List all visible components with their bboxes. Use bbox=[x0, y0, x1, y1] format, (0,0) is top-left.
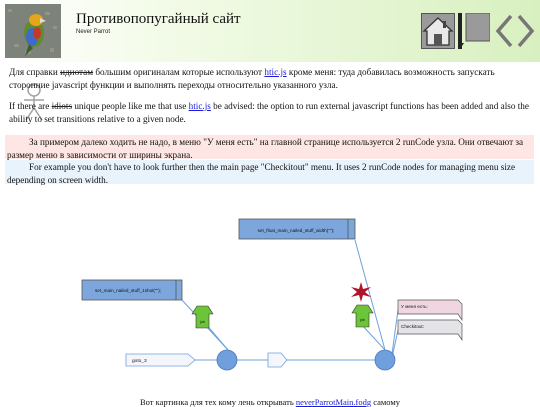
menu-node-2[interactable]: Checkitout: bbox=[397, 319, 463, 342]
flow-diagram[interactable]: set_float_main_nailed_stuff_width(""); s… bbox=[0, 190, 540, 395]
green-arrow-label: job bbox=[359, 318, 365, 322]
flow-circle-node[interactable] bbox=[216, 349, 238, 371]
paragraph-ru-text: кроме меня: туда добавилась возможность … bbox=[9, 67, 495, 90]
note-en: For example you don't have to look furth… bbox=[5, 160, 534, 185]
flow-circle-node[interactable] bbox=[374, 349, 396, 371]
site-header: Противопопугайный сайт Never Parrot bbox=[0, 0, 540, 62]
paragraph-en-text: If there are bbox=[9, 101, 50, 111]
transition-node[interactable] bbox=[267, 352, 288, 368]
home-icon[interactable] bbox=[421, 13, 455, 49]
goto-node[interactable]: goto_3 bbox=[125, 353, 196, 367]
site-subtitle: Never Parrot bbox=[76, 29, 111, 35]
down-arrow-icon[interactable] bbox=[456, 12, 491, 49]
caption-text: самому bbox=[373, 397, 400, 407]
paragraph-en: If there are idiots unique people like m… bbox=[9, 100, 531, 125]
menu-node-1-label: У меня есть: bbox=[401, 304, 428, 309]
fodg-link[interactable]: neverParrotMain.fodg bbox=[295, 397, 372, 407]
htic-link[interactable]: htic.js bbox=[188, 101, 211, 111]
code-node-top-label: set_float_main_nailed_stuff_width(""); bbox=[258, 228, 335, 233]
code-node-left-label: set_main_nailed_stuff_1shot(""); bbox=[95, 288, 161, 293]
paragraph-en-struck: idiots bbox=[51, 101, 73, 111]
green-arrow-label: job bbox=[199, 320, 205, 324]
paragraph-ru-text: Для справки bbox=[9, 67, 58, 77]
paragraph-ru-text: большим оригиналам которые используют bbox=[95, 67, 263, 77]
code-node-top[interactable]: set_float_main_nailed_stuff_width(""); bbox=[238, 218, 356, 240]
code-node-left[interactable]: set_main_nailed_stuff_1shot(""); bbox=[81, 279, 183, 301]
htic-link[interactable]: htic.js bbox=[264, 67, 287, 77]
caption-text: Вот картинка для тех кому лень открывать bbox=[139, 397, 294, 407]
green-up-arrow-icon[interactable]: job bbox=[191, 305, 214, 329]
menu-node-2-label: Checkitout: bbox=[401, 324, 424, 329]
red-star-icon bbox=[351, 282, 371, 302]
site-title: Противопопугайный сайт bbox=[76, 11, 241, 27]
parrot-logo[interactable] bbox=[5, 4, 61, 58]
paragraph-en-text: be advised: the option to run external j… bbox=[9, 101, 529, 124]
paragraph-ru-struck: идиотам bbox=[60, 67, 94, 77]
prev-arrow-icon[interactable] bbox=[494, 13, 514, 49]
menu-node-1[interactable]: У меня есть: bbox=[397, 299, 463, 322]
goto-node-label: goto_3 bbox=[132, 358, 147, 364]
watermark-figure-icon bbox=[24, 83, 44, 121]
connector-lines bbox=[181, 239, 399, 361]
paragraph-en-text: unique people like me that use bbox=[74, 101, 187, 111]
caption: Вот картинка для тех кому лень открывать… bbox=[0, 397, 540, 407]
green-up-arrow-icon[interactable]: job bbox=[351, 304, 374, 328]
note-ru: За примером далеко ходить не надо, в мен… bbox=[5, 135, 534, 160]
next-arrow-icon[interactable] bbox=[516, 13, 536, 49]
paragraph-ru: Для справки идиотам большим оригиналам к… bbox=[9, 66, 531, 91]
